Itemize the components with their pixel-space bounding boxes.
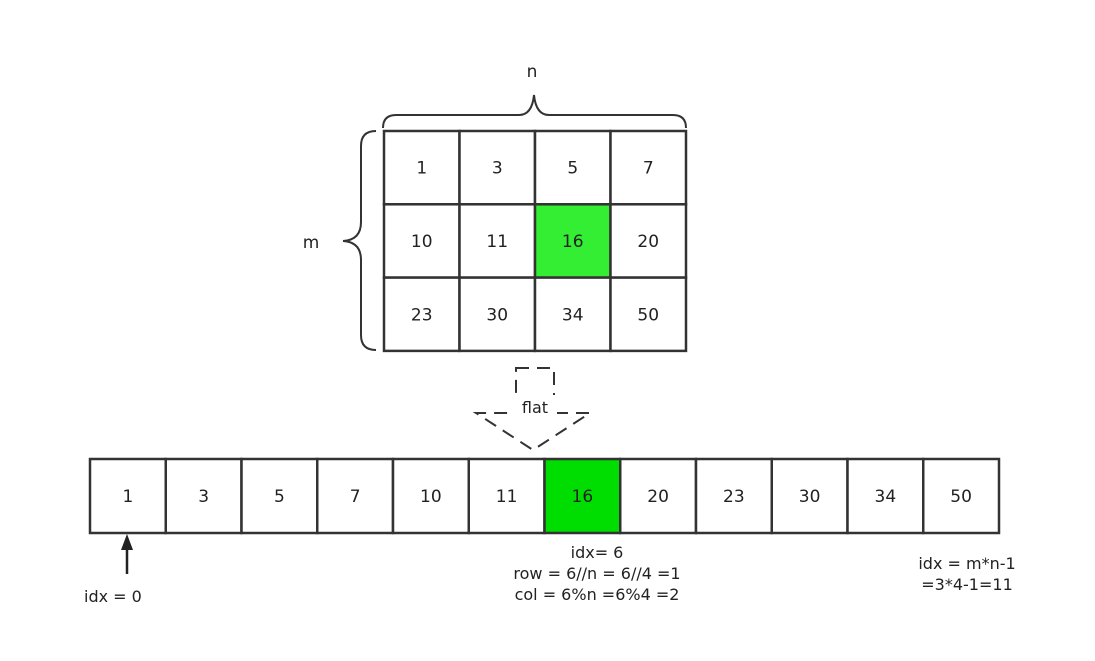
- array-cell-value: 30: [799, 487, 821, 507]
- matrix-cell-value: 3: [492, 159, 503, 179]
- m-brace: [342, 130, 377, 351]
- array-cell: [694, 457, 773, 535]
- matrix-cell: [458, 203, 537, 279]
- flat-label: flat: [522, 398, 548, 417]
- array-cell: [240, 457, 319, 535]
- matrix-cell: [382, 129, 461, 206]
- highlight-row-line: row = 6//n = 6//4 =1: [513, 564, 681, 583]
- matrix-cell-value: 34: [562, 305, 584, 325]
- array-cell: [922, 457, 1001, 535]
- idx0-annotation: idx = 0: [84, 587, 142, 606]
- array-cell: [770, 457, 849, 535]
- array-cell-value: 11: [496, 487, 518, 507]
- matrix-grid: 1 3 5 7 10 11 16 20 23 30 34 50: [382, 129, 688, 353]
- array-cell: [391, 457, 470, 535]
- array-cell-value: 23: [723, 487, 745, 507]
- last-idx-formula-line: idx = m*n-1: [918, 554, 1016, 573]
- array-cell: [467, 457, 546, 535]
- flat-arrow: [472, 367, 594, 452]
- array-cell-value: 50: [950, 487, 972, 507]
- matrix-cell: [382, 276, 461, 353]
- highlight-annotation: idx= 6 row = 6//n = 6//4 =1 col = 6%n =6…: [513, 542, 680, 605]
- m-label: m: [303, 233, 320, 253]
- matrix-cell-value: 20: [637, 232, 659, 252]
- matrix-cell-value: 23: [411, 305, 433, 325]
- matrix-cell-value: 50: [637, 305, 659, 325]
- array-cell: [164, 457, 243, 535]
- matrix-cell-value: 16: [562, 232, 584, 252]
- n-label: n: [527, 62, 538, 82]
- array-cell-value: 3: [198, 487, 209, 507]
- array-cell-value: 7: [350, 487, 361, 507]
- n-brace: [382, 94, 687, 129]
- array-cell: [316, 457, 395, 535]
- matrix-cell: [609, 129, 688, 206]
- array-cell-value: 5: [274, 487, 285, 507]
- matrix-cell-value: 30: [486, 305, 508, 325]
- highlight-col-line: col = 6%n =6%4 =2: [514, 585, 680, 604]
- last-idx-annotation: idx = m*n-1 =3*4-1=11: [918, 553, 1015, 595]
- array-cell-highlighted: [543, 457, 622, 535]
- matrix-cell-value: 10: [411, 232, 433, 252]
- array-cell-value: 1: [122, 487, 133, 507]
- array-cell-value: 10: [420, 487, 442, 507]
- matrix-cell: [609, 276, 688, 353]
- last-idx-value-line: =3*4-1=11: [921, 575, 1013, 594]
- matrix-cell-value: 5: [567, 159, 578, 179]
- flat-array: 1 3 5 7 10 11 16 20 23 30 34 50: [88, 457, 1001, 535]
- array-cell-value: 34: [875, 487, 897, 507]
- array-cell-value: 20: [647, 487, 669, 507]
- idx0-pointer-arrow: [121, 534, 133, 574]
- highlight-idx-line: idx= 6: [570, 543, 624, 562]
- matrix-cell-value: 1: [416, 159, 427, 179]
- matrix-cell: [533, 276, 612, 353]
- matrix-cell-value: 7: [643, 159, 654, 179]
- matrix-cell-value: 11: [486, 232, 508, 252]
- array-cell-value: 16: [572, 487, 594, 507]
